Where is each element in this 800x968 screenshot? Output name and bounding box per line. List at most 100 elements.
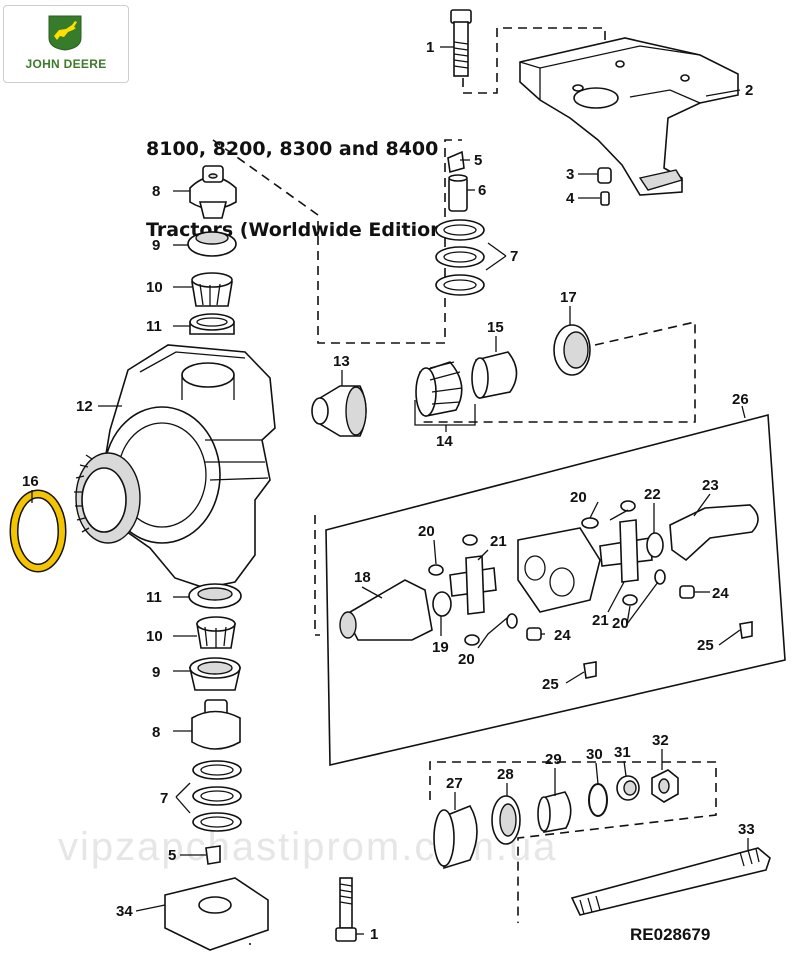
grease-fitting-top [447,150,465,174]
callout-18: 18 [354,569,371,586]
pin-part-4 [600,191,610,206]
spacer-sleeve-6 [448,174,468,212]
callout-12: 12 [76,398,93,415]
callout-13: 13 [333,353,350,370]
callout-11-top: 11 [146,318,162,335]
callout-27: 27 [446,775,463,792]
callout-20-b: 20 [458,651,475,668]
callout-3: 3 [566,166,574,183]
bolt-bottom [335,877,357,942]
callout-6: 6 [478,182,486,199]
seal-22 [646,532,664,558]
seal-17 [553,324,591,376]
snap-ring-30 [588,783,608,817]
callout-15: 15 [487,319,504,336]
bearing-cup-28 [491,795,521,845]
callout-25-b: 25 [542,676,559,693]
callout-10-top: 10 [146,279,163,296]
callout-28: 28 [497,766,514,783]
seal-19 [432,591,452,617]
callout-10-bottom: 10 [146,628,163,645]
drawing-code: RE028679 [630,925,710,944]
cross-spider-left-21 [449,555,497,615]
leader-lines [31,46,749,935]
callout-11-bottom: 11 [146,589,162,606]
bearing-cap-lower-8 [191,699,241,750]
nut-32 [651,769,679,803]
callout-2: 2 [745,82,753,99]
dashed-link-ujoint-box [314,515,320,636]
grease-fittings-25 [583,621,753,679]
ring-31 [616,775,640,801]
dashed-link-top-bracket [462,27,606,94]
callout-7-bottom: 7 [160,790,168,807]
bolt-top [450,9,472,77]
callout-5-top: 5 [474,152,482,169]
callout-23: 23 [702,477,719,494]
callout-21-b: 21 [592,612,609,629]
flange-plate-34 [164,877,269,951]
callout-20-c: 20 [570,489,587,506]
steering-knuckle-housing [74,344,276,589]
callout-1-top: 1 [426,39,434,56]
seal-ring-16-highlighted [9,489,67,573]
roller-cone-lower-10 [196,616,236,649]
shaft-coupling-13 [311,385,367,437]
dashed-link-bearing-group [420,320,696,423]
center-yoke [517,527,601,613]
cross-spider-right-21 [599,519,653,583]
callout-34: 34 [116,903,133,920]
bearing-cup-upper-9 [187,231,237,257]
callout-20-a: 20 [418,523,435,540]
title-line-1: 8100, 8200, 8300 and 8400 [146,138,439,160]
callout-25-a: 25 [697,637,714,654]
callout-26: 26 [732,391,749,408]
seal-ring-upper-11 [189,313,235,335]
mounting-bracket [519,37,739,196]
page-title: 8100, 8200, 8300 and 8400 Tractors (Worl… [146,82,452,271]
bearing-cup-15 [471,351,518,399]
dashed-link-shaft-group [429,761,717,923]
bearing-cup-lower-9 [188,657,242,691]
callout-31: 31 [614,744,631,761]
callout-22: 22 [644,486,661,503]
callout-30: 30 [586,746,603,763]
callout-32: 32 [652,732,669,749]
bearing-29 [537,791,572,833]
callout-numbers: 1 2 3 4 5 6 7 8 9 10 11 12 13 14 15 16 1… [22,39,755,943]
callout-8-bottom: 8 [152,724,160,741]
axle-shaft-33 [570,847,771,916]
deer-icon [48,15,82,51]
watermark: vipzapchastiprom.com.ua [58,825,558,869]
callout-19: 19 [432,639,449,656]
seal-ring-lower-11 [188,583,242,609]
callout-21-a: 21 [490,533,507,550]
callout-20-d: 20 [612,615,629,632]
callout-8-top: 8 [152,183,160,200]
bushing-part-3 [597,167,612,184]
callout-24-b: 24 [712,585,729,602]
callout-17: 17 [560,289,577,306]
shim-rings-lower [192,760,242,832]
callout-7-top: 7 [510,248,518,265]
callout-9-top: 9 [152,237,160,254]
bearing-cap-upper-8 [189,165,237,219]
callout-14: 14 [436,433,453,450]
callout-5-bottom: 5 [168,847,176,864]
seal-27 [433,805,478,870]
roller-cone-upper-10 [191,272,233,307]
callout-29: 29 [545,751,562,768]
grease-fitting-bottom [205,845,221,865]
callout-24-a: 24 [554,627,571,644]
callout-1-bottom: 1 [370,926,378,943]
callout-9-bottom: 9 [152,664,160,681]
yoke-shaft-23 [669,504,759,562]
shim-rings-upper [435,219,485,296]
brand-name: JOHN DEERE [25,57,107,71]
callout-33: 33 [738,821,755,838]
callout-4: 4 [566,190,575,207]
yoke-shaft-18 [339,579,433,641]
dashed-link-column-seals [212,139,462,344]
snap-rings-20 [428,500,666,646]
